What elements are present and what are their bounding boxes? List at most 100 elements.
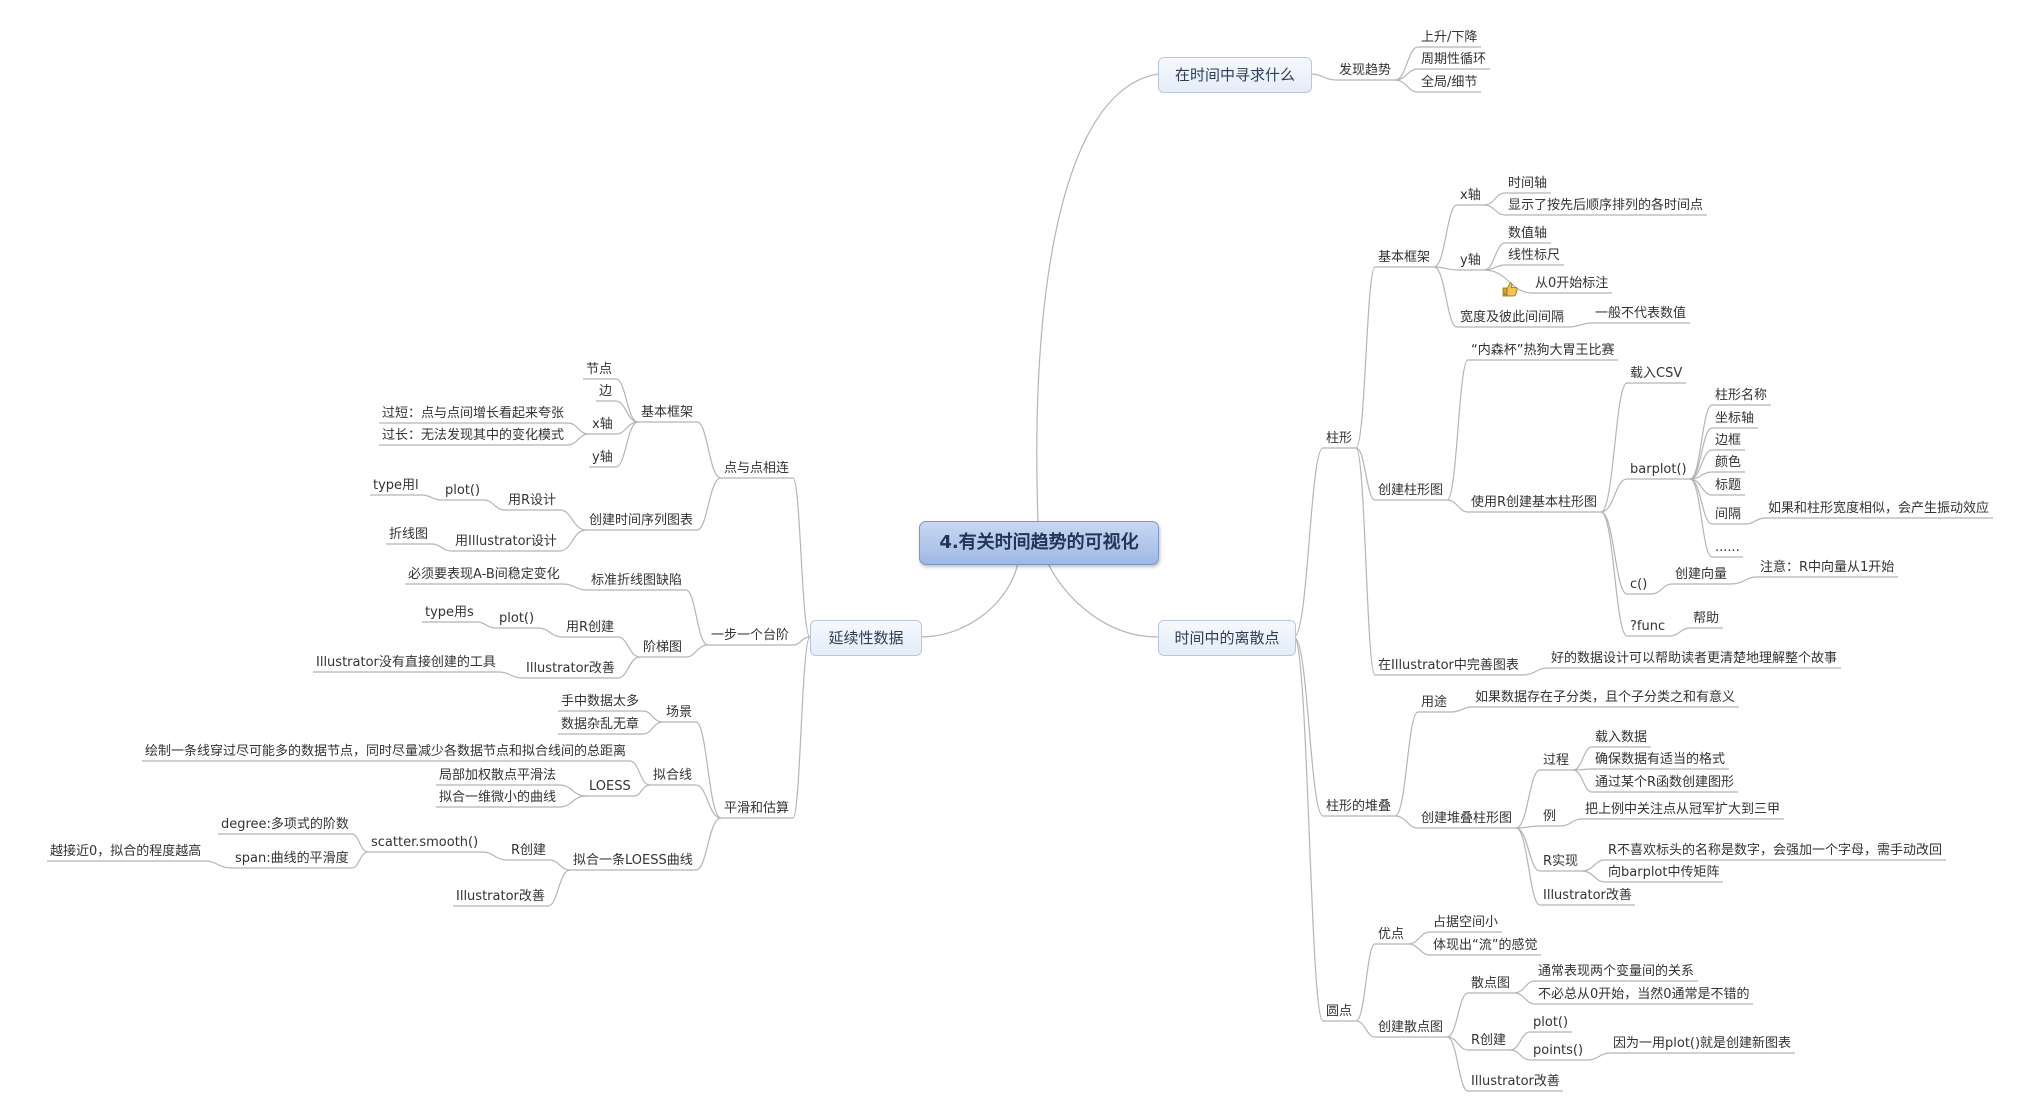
topic-b3b[interactable]: 创建散点图 [1378, 1020, 1444, 1035]
topic-c1b[interactable]: 创建时间序列图表 [589, 513, 694, 528]
topic-b1a1[interactable]: x轴 [1460, 188, 1481, 203]
topic-c2a[interactable]: 标准折线图缺陷 [591, 573, 683, 588]
topic-b1b2c[interactable]: c() [1630, 577, 1648, 592]
topic-b1b1[interactable]: “内森杯”热狗大胃王比赛 [1471, 343, 1615, 358]
topic-b1[interactable]: 柱形 [1326, 431, 1353, 446]
root-topic[interactable]: 4.有关时间趋势的可视化 [919, 521, 1159, 565]
topic-c2b1a1[interactable]: type用s [425, 605, 474, 620]
topic-c1a3a[interactable]: 过短：点与点间增长看起来夸张 [382, 406, 565, 421]
topic-c3c2[interactable]: Illustrator改善 [456, 889, 545, 904]
topic-c3c1a[interactable]: scatter.smooth() [371, 835, 479, 850]
topic-b1b2c1[interactable]: 创建向量 [1675, 567, 1728, 582]
topic-c3b[interactable]: 拟合线 [653, 768, 693, 783]
topic-c2[interactable]: 一步一个台阶 [711, 628, 790, 643]
topic-b1b[interactable]: 创建柱形图 [1378, 483, 1444, 498]
topic-c1a1[interactable]: 节点 [586, 362, 613, 377]
topic-c1a[interactable]: 基本框架 [641, 405, 694, 420]
topic-b1a1b[interactable]: 显示了按先后顺序排列的各时间点 [1508, 198, 1704, 213]
topic-b1c1[interactable]: 好的数据设计可以帮助读者更清楚地理解整个故事 [1551, 651, 1838, 666]
topic-b1b2d1[interactable]: 帮助 [1693, 611, 1720, 626]
topic-b2a1[interactable]: 如果数据存在子分类，且个子分类之和有意义 [1475, 690, 1736, 705]
topic-b3b1a[interactable]: 通常表现两个变量间的关系 [1538, 964, 1695, 979]
topic-b3b2[interactable]: R创建 [1471, 1033, 1507, 1048]
topic-b3b2b1[interactable]: 因为一用plot()就是创建新图表 [1613, 1036, 1792, 1051]
topic-b1b2b3[interactable]: 边框 [1715, 433, 1742, 448]
topic-b1b2b4[interactable]: 颜色 [1715, 455, 1742, 470]
topic-a1a[interactable]: 上升/下降 [1421, 30, 1478, 45]
topic-b1a2b[interactable]: 线性标尺 [1508, 248, 1561, 263]
topic-c3[interactable]: 平滑和估算 [724, 801, 790, 816]
topic-b1b2b6[interactable]: 间隔 [1715, 507, 1742, 522]
topic-c2a1[interactable]: 必须要表现A-B间稳定变化 [408, 567, 560, 582]
topic-c3c1[interactable]: R创建 [511, 843, 547, 858]
topic-b2b1[interactable]: 过程 [1543, 753, 1570, 768]
topic-b3b1[interactable]: 散点图 [1471, 976, 1511, 991]
topic-c3c1a1[interactable]: degree:多项式的阶数 [221, 817, 349, 832]
topic-b1c[interactable]: 在Illustrator中完善图表 [1378, 658, 1519, 673]
topic-b3b2b[interactable]: points() [1533, 1043, 1584, 1058]
topic-b2b2[interactable]: 例 [1543, 809, 1557, 824]
topic-b2b3b[interactable]: 向barplot中传矩阵 [1608, 865, 1720, 880]
topic-c2b[interactable]: 阶梯图 [643, 640, 683, 655]
topic-b1a2c[interactable]: 从0开始标注 [1535, 276, 1609, 291]
topic-c3c1a2[interactable]: span:曲线的平滑度 [235, 851, 349, 866]
topic-b1b2[interactable]: 使用R创建基本柱形图 [1471, 495, 1598, 510]
topic-b2a[interactable]: 用途 [1421, 695, 1448, 710]
topic-b3a[interactable]: 优点 [1378, 927, 1405, 942]
topic-c3b2[interactable]: LOESS [589, 779, 631, 794]
topic-c3a1[interactable]: 手中数据太多 [561, 694, 640, 709]
topic-c1a3b[interactable]: 过长：无法发现其中的变化模式 [382, 428, 565, 443]
topic-c3a2[interactable]: 数据杂乱无章 [561, 717, 640, 732]
topic-b1b2c1a[interactable]: 注意：R中向量从1开始 [1760, 560, 1895, 575]
topic-c1b1a[interactable]: plot() [445, 483, 481, 498]
topic-b1a[interactable]: 基本框架 [1378, 250, 1431, 265]
topic-b1a3[interactable]: 宽度及彼此间间隔 [1460, 310, 1565, 325]
topic-b1b2b6a[interactable]: 如果和柱形宽度相似，会产生振动效应 [1768, 501, 1990, 516]
topic-b2b3[interactable]: R实现 [1543, 854, 1579, 869]
topic-c1b2a[interactable]: 折线图 [389, 527, 429, 542]
topic-c3b1[interactable]: 绘制一条线穿过尽可能多的数据节点，同时尽量减少各数据节点和拟合线间的总距离 [145, 744, 627, 759]
topic-b2b2a[interactable]: 把上例中关注点从冠军扩大到三甲 [1585, 802, 1781, 817]
topic-b1b2b7[interactable]: ...... [1715, 540, 1740, 555]
topic-b1a2a[interactable]: 数值轴 [1508, 226, 1548, 241]
topic-b1b2d[interactable]: ?func [1630, 619, 1666, 634]
topic-c2b2a[interactable]: Illustrator没有直接创建的工具 [316, 655, 496, 670]
topic-b3[interactable]: 圆点 [1326, 1004, 1353, 1019]
topic-b1a3a[interactable]: 一般不代表数值 [1595, 306, 1687, 321]
main-topic-continuous-data[interactable]: 延续性数据 [810, 620, 922, 656]
main-topic-time-seek[interactable]: 在时间中寻求什么 [1158, 57, 1312, 93]
topic-b2b3a[interactable]: R不喜欢标头的名称是数字，会强加一个字母，需手动改回 [1608, 843, 1943, 858]
topic-b2b1a[interactable]: 载入数据 [1595, 730, 1648, 745]
topic-c3b2a[interactable]: 局部加权散点平滑法 [439, 768, 557, 783]
topic-b2b[interactable]: 创建堆叠柱形图 [1421, 811, 1513, 826]
topic-b3b1b[interactable]: 不必总从0开始，当然0通常是不错的 [1538, 987, 1750, 1002]
topic-b3a2[interactable]: 体现出“流”的感觉 [1433, 938, 1538, 953]
topic-c1a3[interactable]: x轴 [592, 417, 613, 432]
topic-b1b2b2[interactable]: 坐标轴 [1715, 411, 1755, 426]
topic-c2b1a[interactable]: plot() [499, 611, 535, 626]
topic-b1b2a[interactable]: 载入CSV [1630, 366, 1683, 381]
topic-a1c[interactable]: 全局/细节 [1421, 75, 1478, 90]
topic-b2b1b[interactable]: 确保数据有适当的格式 [1595, 752, 1726, 767]
topic-c3c1a2a[interactable]: 越接近0，拟合的程度越高 [50, 844, 202, 859]
topic-b1b2b5[interactable]: 标题 [1715, 478, 1742, 493]
topic-b1b2b1[interactable]: 柱形名称 [1715, 388, 1768, 403]
topic-a1[interactable]: 发现趋势 [1339, 63, 1392, 78]
topic-b2b1c[interactable]: 通过某个R函数创建图形 [1595, 775, 1735, 790]
topic-a1b[interactable]: 周期性循环 [1421, 52, 1487, 67]
topic-c3a[interactable]: 场景 [666, 705, 693, 720]
topic-b3a1[interactable]: 占据空间小 [1433, 915, 1499, 930]
topic-c3b2b[interactable]: 拟合一维微小的曲线 [439, 790, 557, 805]
topic-b1a2[interactable]: y轴 [1460, 253, 1481, 268]
topic-c1b1a1[interactable]: type用l [373, 478, 419, 493]
topic-c3c[interactable]: 拟合一条LOESS曲线 [573, 853, 693, 868]
topic-c2b2[interactable]: Illustrator改善 [526, 661, 615, 676]
topic-b2b4[interactable]: Illustrator改善 [1543, 888, 1632, 903]
topic-b2[interactable]: 柱形的堆叠 [1326, 799, 1392, 814]
topic-b1a1a[interactable]: 时间轴 [1508, 176, 1548, 191]
topic-b3b2a[interactable]: plot() [1533, 1015, 1569, 1030]
topic-c1b2[interactable]: 用Illustrator设计 [455, 534, 557, 549]
topic-c1[interactable]: 点与点相连 [724, 461, 790, 476]
main-topic-discrete-points[interactable]: 时间中的离散点 [1158, 620, 1296, 656]
topic-b3b3[interactable]: Illustrator改善 [1471, 1074, 1560, 1089]
